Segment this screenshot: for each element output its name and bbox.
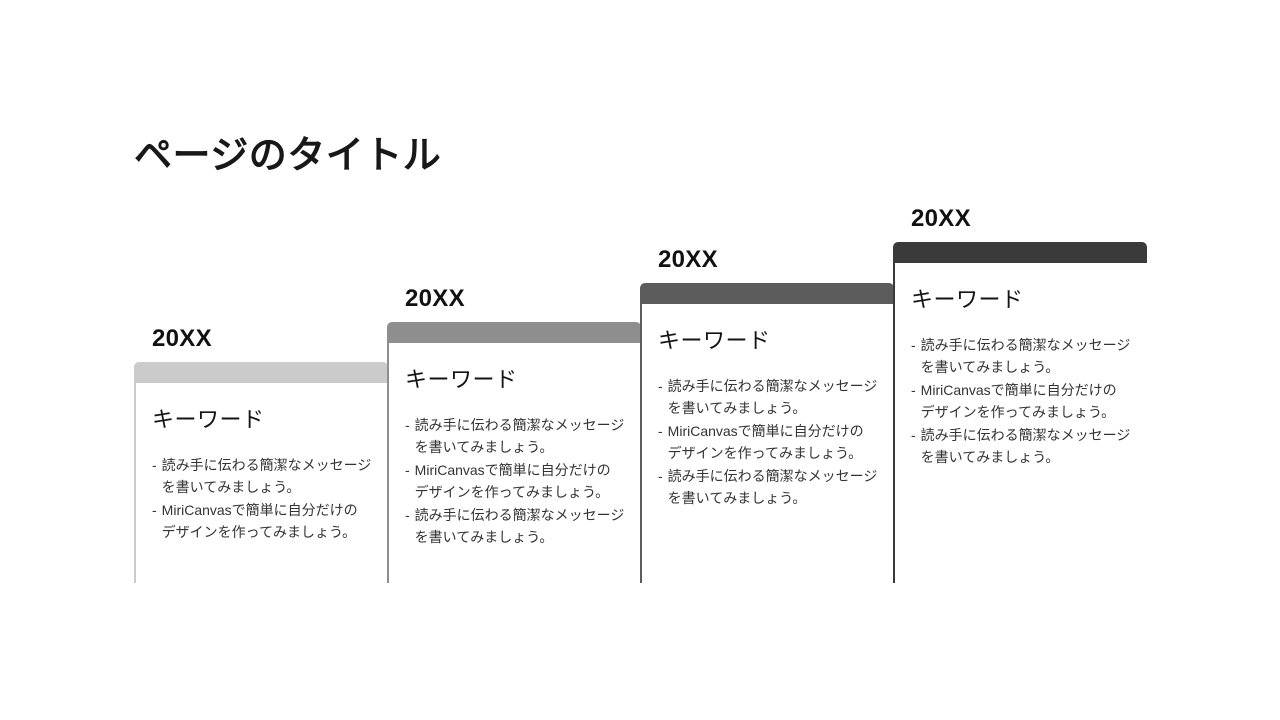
step-3-year-label: 20XX [658,246,718,273]
step-4-keyword: キーワード [911,287,1024,312]
page-title: ページのタイトル [134,135,442,177]
step-4-header-bar [893,242,1147,263]
bullet-text: MiriCanvasで簡単に自分だけの デザインを作ってみましょう。 [667,422,864,462]
bullet-dash: - [405,416,410,433]
bullet-item: - 読み手に伝わる簡潔なメッセージ を書いてみましょう。 [405,414,625,459]
bullet-dash: - [911,426,916,443]
bullet-text: 読み手に伝わる簡潔なメッセージ を書いてみましょう。 [414,506,625,546]
bullet-item: - MiriCanvasで簡単に自分だけの デザインを作ってみましょう。 [152,499,372,544]
step-card-1: 20XX キーワード - 読み手に伝わる簡潔なメッセージ を書いてみましょう。 … [134,324,388,583]
step-2-bullets: - 読み手に伝わる簡潔なメッセージ を書いてみましょう。 - MiriCanva… [405,414,625,549]
step-1-keyword: キーワード [152,407,265,432]
bullet-item: - 読み手に伝わる簡潔なメッセージ を書いてみましょう。 [911,424,1131,469]
step-2-year-label: 20XX [405,285,465,312]
bullet-item: - MiriCanvasで簡単に自分だけの デザインを作ってみましょう。 [911,379,1131,424]
bullet-dash: - [152,501,157,518]
step-1-header-bar [134,362,388,383]
step-1-bullets: - 読み手に伝わる簡潔なメッセージ を書いてみましょう。 - MiriCanva… [152,454,372,544]
step-2-header-bar [387,322,641,343]
bullet-dash: - [658,377,663,394]
bullet-item: - 読み手に伝わる簡潔なメッセージ を書いてみましょう。 [658,375,878,420]
step-1-year-label: 20XX [152,325,212,352]
bullet-text: 読み手に伝わる簡潔なメッセージ を書いてみましょう。 [920,426,1131,466]
bullet-text: 読み手に伝わる簡潔なメッセージ を書いてみましょう。 [161,456,372,496]
bullet-item: - 読み手に伝わる簡潔なメッセージ を書いてみましょう。 [658,465,878,510]
step-3-panel: キーワード - 読み手に伝わる簡潔なメッセージ を書いてみましょう。 - Mir… [640,304,894,583]
bullet-item: - 読み手に伝わる簡潔なメッセージ を書いてみましょう。 [911,334,1131,379]
step-4-year-label: 20XX [911,205,971,232]
step-3-bullets: - 読み手に伝わる簡潔なメッセージ を書いてみましょう。 - MiriCanva… [658,375,878,510]
bullet-text: MiriCanvasで簡単に自分だけの デザインを作ってみましょう。 [920,381,1117,421]
bullet-dash: - [658,422,663,439]
bullet-dash: - [911,381,916,398]
bullet-item: - 読み手に伝わる簡潔なメッセージ を書いてみましょう。 [152,454,372,499]
bullet-dash: - [658,467,663,484]
bullet-text: 読み手に伝わる簡潔なメッセージ を書いてみましょう。 [667,467,878,507]
bullet-text: 読み手に伝わる簡潔なメッセージ を書いてみましょう。 [920,336,1131,376]
bullet-item: - MiriCanvasで簡単に自分だけの デザインを作ってみましょう。 [405,459,625,504]
step-4-panel: キーワード - 読み手に伝わる簡潔なメッセージ を書いてみましょう。 - Mir… [893,263,1147,583]
step-3-keyword: キーワード [658,328,771,353]
bullet-text: 読み手に伝わる簡潔なメッセージ を書いてみましょう。 [414,416,625,456]
step-card-2: 20XX キーワード - 読み手に伝わる簡潔なメッセージ を書いてみましょう。 … [387,284,641,583]
step-4-bullets: - 読み手に伝わる簡潔なメッセージ を書いてみましょう。 - MiriCanva… [911,334,1131,469]
bullet-item: - MiriCanvasで簡単に自分だけの デザインを作ってみましょう。 [658,420,878,465]
bullet-dash: - [405,461,410,478]
bullet-text: 読み手に伝わる簡潔なメッセージ を書いてみましょう。 [667,377,878,417]
step-card-3: 20XX キーワード - 読み手に伝わる簡潔なメッセージ を書いてみましょう。 … [640,245,894,583]
bullet-item: - 読み手に伝わる簡潔なメッセージ を書いてみましょう。 [405,504,625,549]
bullet-text: MiriCanvasで簡単に自分だけの デザインを作ってみましょう。 [414,461,611,501]
bullet-dash: - [911,336,916,353]
step-card-4: 20XX キーワード - 読み手に伝わる簡潔なメッセージ を書いてみましょう。 … [893,204,1147,583]
bullet-dash: - [405,506,410,523]
step-2-panel: キーワード - 読み手に伝わる簡潔なメッセージ を書いてみましょう。 - Mir… [387,343,641,583]
step-3-header-bar [640,283,894,304]
bullet-dash: - [152,456,157,473]
bullet-text: MiriCanvasで簡単に自分だけの デザインを作ってみましょう。 [161,501,358,541]
step-1-panel: キーワード - 読み手に伝わる簡潔なメッセージ を書いてみましょう。 - Mir… [134,383,388,583]
step-2-keyword: キーワード [405,367,518,392]
